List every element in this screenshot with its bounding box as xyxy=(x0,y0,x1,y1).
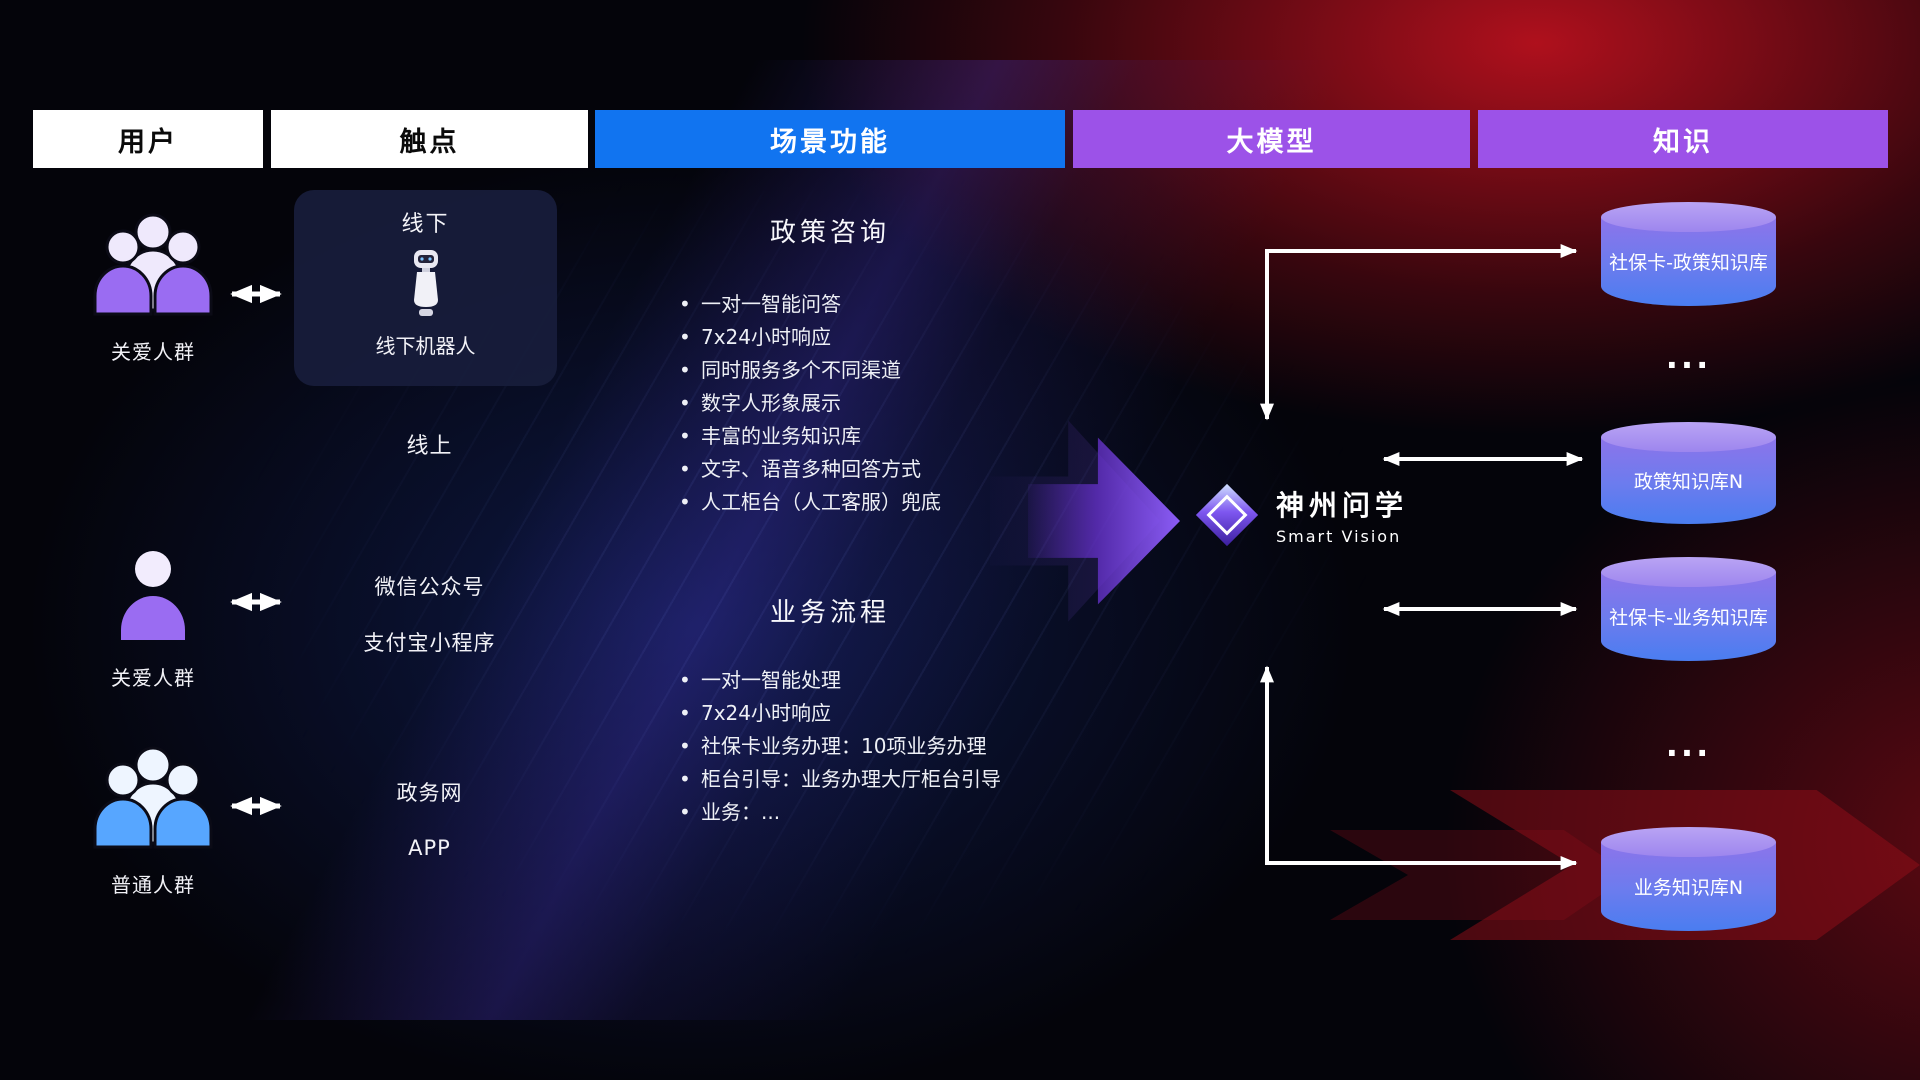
knowledge-db-business-n: 业务知识库N xyxy=(1601,827,1776,931)
header-large-model-label: 大模型 xyxy=(1226,126,1317,158)
model-name: 神州问学 xyxy=(1276,489,1409,522)
list-item-text: 一对一智能问答 xyxy=(701,292,841,316)
database-label: 业务知识库N xyxy=(1633,877,1744,900)
list-item: 社保卡业务办理：10项业务办理 xyxy=(677,730,1001,763)
model-subtitle: Smart Vision xyxy=(1276,527,1402,546)
header-scenario-functions: 场景功能 xyxy=(595,110,1065,168)
knowledge-ellipsis: ... xyxy=(1665,726,1712,764)
user-group-ordinary: 普通人群 xyxy=(88,743,218,898)
list-item-text: 7x24小时响应 xyxy=(701,325,832,349)
list-item: 文字、语音多种回答方式 xyxy=(677,453,941,486)
database-icon xyxy=(1601,557,1776,587)
user-group-care-1: 关爱人群 xyxy=(88,210,218,365)
knowledge-db-policy-n: 政策知识库N xyxy=(1601,422,1776,524)
header-scenario-functions-label: 场景功能 xyxy=(770,126,890,158)
offline-touchpoint-card: 线下 线下机器人 xyxy=(294,190,557,386)
list-item: 数字人形象展示 xyxy=(677,387,941,420)
user-person-care: 关爱人群 xyxy=(88,548,218,691)
list-item-text: 业务：... xyxy=(701,800,781,824)
knowledge-ellipsis: ... xyxy=(1665,338,1712,376)
list-item: 7x24小时响应 xyxy=(677,321,941,354)
list-item-text: 一对一智能处理 xyxy=(701,668,841,692)
list-item: 业务：... xyxy=(677,796,1001,829)
channel-app: APP xyxy=(408,836,451,860)
group-purple-icon xyxy=(93,213,213,316)
model-logo-text: 神州问学 Smart Vision xyxy=(1276,484,1408,546)
offline-title: 线下 xyxy=(401,212,450,237)
online-title: 线上 xyxy=(406,434,453,459)
database-icon xyxy=(1601,422,1776,452)
policy-consult-list: 一对一智能问答 7x24小时响应 同时服务多个不同渠道 数字人形象展示 丰富的业… xyxy=(677,288,941,519)
header-users: 用户 xyxy=(33,110,263,168)
policy-consult-title: 政策咨询 xyxy=(769,218,890,248)
list-item-text: 社保卡业务办理：10项业务办理 xyxy=(701,734,987,758)
database-icon xyxy=(1601,202,1776,232)
offline-robot-label: 线下机器人 xyxy=(375,334,476,358)
person-purple-icon xyxy=(121,551,185,640)
list-item: 同时服务多个不同渠道 xyxy=(677,354,941,387)
database-label: 社保卡-业务知识库 xyxy=(1609,607,1768,630)
list-item: 柜台引导：业务办理大厅柜台引导 xyxy=(677,763,1001,796)
model-logo: 神州问学 Smart Vision xyxy=(1190,478,1408,552)
diamond-logo-icon xyxy=(1195,483,1259,547)
channel-alipay: 支付宝小程序 xyxy=(363,631,496,655)
channel-gov-web: 政务网 xyxy=(396,781,463,805)
business-process-title: 业务流程 xyxy=(769,598,890,628)
list-item-text: 丰富的业务知识库 xyxy=(701,424,861,448)
group-blue-icon xyxy=(93,746,213,849)
list-item-text: 同时服务多个不同渠道 xyxy=(701,358,901,382)
knowledge-db-business-ssc: 社保卡-业务知识库 xyxy=(1601,557,1776,661)
header-large-model: 大模型 xyxy=(1073,110,1470,168)
list-item: 一对一智能问答 xyxy=(677,288,941,321)
list-item-text: 数字人形象展示 xyxy=(701,391,841,415)
list-item-text: 文字、语音多种回答方式 xyxy=(701,457,921,481)
list-item: 人工柜台（人工客服）兜底 xyxy=(677,486,941,519)
list-item-text: 7x24小时响应 xyxy=(701,701,832,725)
database-label: 政策知识库N xyxy=(1633,471,1744,494)
list-item: 7x24小时响应 xyxy=(677,697,1001,730)
robot-icon xyxy=(413,250,438,316)
header-touchpoints-label: 触点 xyxy=(399,126,460,158)
channel-wechat: 微信公众号 xyxy=(374,575,485,599)
list-item: 一对一智能处理 xyxy=(677,664,1001,697)
header-touchpoints: 触点 xyxy=(271,110,588,168)
user-group-label: 普通人群 xyxy=(111,873,195,897)
database-label: 社保卡-政策知识库 xyxy=(1609,252,1768,275)
header-users-label: 用户 xyxy=(118,126,178,158)
header-knowledge-label: 知识 xyxy=(1653,126,1713,158)
list-item: 丰富的业务知识库 xyxy=(677,420,941,453)
user-group-label: 关爱人群 xyxy=(111,340,195,364)
user-person-label: 关爱人群 xyxy=(111,666,195,690)
header-knowledge: 知识 xyxy=(1478,110,1888,168)
knowledge-db-policy-ssc: 社保卡-政策知识库 xyxy=(1601,202,1776,306)
database-icon xyxy=(1601,827,1776,857)
list-item-text: 人工柜台（人工客服）兜底 xyxy=(701,490,941,514)
list-item-text: 柜台引导：业务办理大厅柜台引导 xyxy=(701,767,1001,791)
business-process-list: 一对一智能处理 7x24小时响应 社保卡业务办理：10项业务办理 柜台引导：业务… xyxy=(677,664,1001,829)
